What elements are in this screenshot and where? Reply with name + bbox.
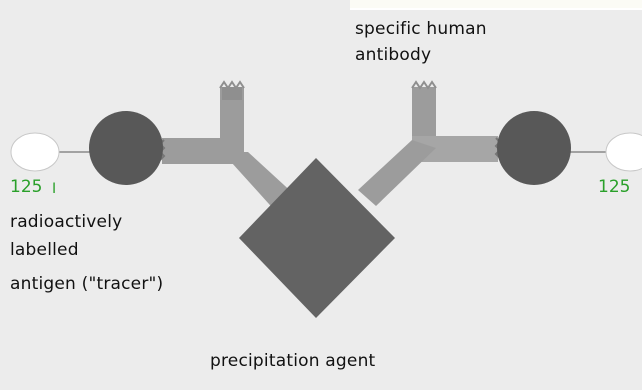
precipitation-agent-label: precipitation agent	[210, 350, 375, 372]
tracer-label-line3: antigen ("tracer")	[10, 273, 163, 295]
isotope-left-number: 125	[10, 177, 42, 197]
tracer-label-line2: labelled	[10, 239, 79, 261]
right-antigen-circle	[497, 111, 571, 185]
label-box-edge	[350, 8, 642, 10]
antibody-label-line1: specific human	[355, 18, 487, 40]
isotope-left-letter: I	[52, 181, 56, 197]
antibody-label-line2: antibody	[355, 44, 431, 66]
tracer-label-line1: radioactively	[10, 211, 122, 233]
left-isotope-oval	[11, 133, 59, 171]
left-antigen-circle	[89, 111, 163, 185]
label-box-top	[350, 0, 642, 8]
isotope-right-number: 125	[598, 177, 630, 197]
